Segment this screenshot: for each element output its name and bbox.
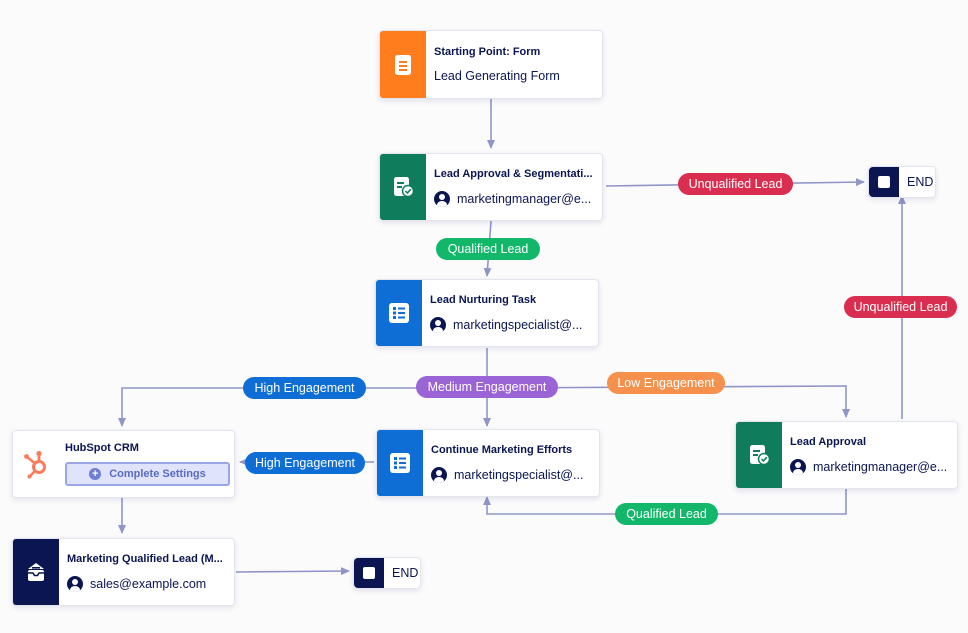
task-list-icon [389,303,409,323]
end-label: END [907,175,934,189]
node-assignee: marketingmanager@e... [790,458,949,475]
node-title: Lead Approval & Segmentati... [434,167,593,180]
node-assignee: marketingmanager@e... [434,190,594,207]
edge-label-unqualified-right[interactable]: Unqualified Lead [844,296,957,318]
inbox-icon [28,563,44,581]
nurturing-icon-panel [376,280,422,346]
node-assignee: marketingspecialist@... [430,316,590,333]
complete-settings-button[interactable]: + Complete Settings [65,462,230,486]
node-title: Starting Point: Form [434,46,541,58]
node-title: Continue Marketing Efforts [431,443,573,456]
nurturing-node[interactable]: Lead Nurturing Task marketingspecialist@… [375,279,599,347]
edge-label-low-engagement[interactable]: Low Engagement [607,372,725,394]
task-list-icon [390,453,410,473]
approval-icon [394,177,414,198]
edge-label-high-engagement-top[interactable]: High Engagement [243,377,366,399]
end-node-top[interactable]: END [868,166,936,198]
approval-segmentation-icon-panel [380,154,426,220]
node-subtitle: Lead Generating Form [434,69,560,83]
complete-settings-label: Complete Settings [109,468,206,480]
node-title: Marketing Qualified Lead (M... [67,552,223,565]
node-title: HubSpot CRM [65,442,139,454]
edge-mql-to-end [235,567,350,576]
user-icon [67,575,83,592]
node-assignee: marketingspecialist@... [431,466,591,483]
approval-segmentation-node[interactable]: Lead Approval & Segmentati... marketingm… [379,153,603,221]
mql-icon-panel [13,539,59,605]
user-icon [431,466,447,483]
node-title: Lead Approval [790,435,866,448]
stop-icon [869,167,899,197]
continue-marketing-node[interactable]: Continue Marketing Efforts marketingspec… [376,429,600,497]
form-icon [395,54,411,75]
lead-approval-node[interactable]: Lead Approval marketingmanager@e... [735,421,958,489]
edge-label-medium-engagement[interactable]: Medium Engagement [416,376,558,398]
end-label: END [392,566,419,580]
start-node[interactable]: Starting Point: Form Lead Generating For… [379,30,603,99]
edge-label-unqualified-top[interactable]: Unqualified Lead [678,173,793,195]
lead-approval-icon-panel [736,422,782,488]
approval-icon [750,445,770,466]
stop-icon [354,558,384,588]
edge-nurturing-to-lead-approval [486,385,850,418]
end-node-bottom[interactable]: END [353,557,421,589]
start-node-icon-panel [380,31,426,98]
node-assignee: sales@example.com [67,575,226,592]
hubspot-node[interactable]: HubSpot CRM + Complete Settings [12,430,235,498]
user-icon [434,190,450,207]
continue-marketing-icon-panel [377,430,423,496]
edge-label-qualified-top[interactable]: Qualified Lead [436,238,540,260]
hubspot-icon [24,450,46,479]
user-icon [430,316,446,333]
mql-node[interactable]: Marketing Qualified Lead (M... sales@exa… [12,538,235,606]
node-title: Lead Nurturing Task [430,293,537,306]
plus-icon: + [89,468,102,480]
user-icon [790,458,806,475]
edge-label-high-engagement-mid[interactable]: High Engagement [245,452,365,474]
hubspot-icon-panel [13,431,59,497]
edge-label-qualified-bottom[interactable]: Qualified Lead [615,503,718,525]
